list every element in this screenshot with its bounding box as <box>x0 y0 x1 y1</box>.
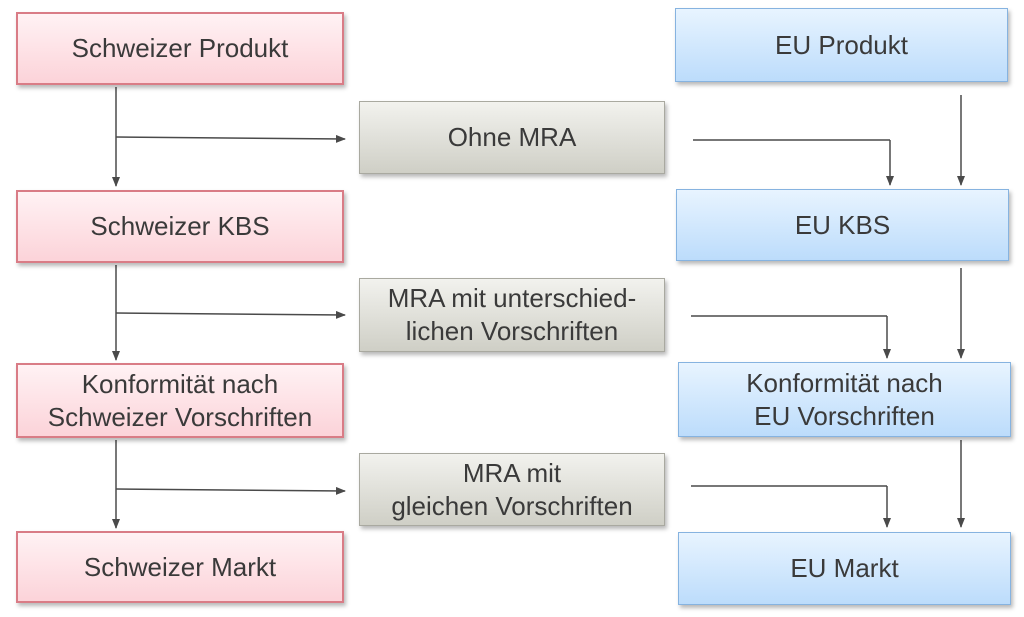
arrow-left-to-mra-gleich <box>115 486 346 495</box>
schweizer-produkt-box: Schweizer Produkt <box>16 12 344 85</box>
ohne-mra-label: Ohne MRA <box>447 122 577 152</box>
eu-produkt-label: EU Produkt <box>775 29 908 60</box>
eu-produkt-box: EU Produkt <box>675 8 1008 82</box>
mra-gleich-line-2: gleichen Vorschriften <box>391 490 633 521</box>
mra-unterschiedlich-line-2: lichen Vorschriften <box>405 316 619 346</box>
eu-konformitaet-line-1: Konformität nach <box>746 367 943 398</box>
schweizer-konformitaet-box: Konformität nach Schweizer Vorschriften <box>16 363 344 438</box>
schweizer-markt-box: Schweizer Markt <box>16 531 344 603</box>
arrow-left-to-ohne-mra <box>115 134 346 143</box>
eu-konformitaet-box: Konformität nach EU Vorschriften <box>678 362 1011 437</box>
schweizer-konformitaet-line-2: Schweizer Vorschriften <box>47 401 313 432</box>
eu-markt-label: EU Markt <box>790 553 899 583</box>
schweizer-kbs-label: Schweizer KBS <box>90 211 270 241</box>
mra-gleich-line-1: MRA mit <box>462 457 562 488</box>
eu-konformitaet-line-2: EU Vorschriften <box>754 400 935 431</box>
schweizer-kbs-box: Schweizer KBS <box>16 190 344 263</box>
eu-markt-box: EU Markt <box>678 532 1011 605</box>
mra-unterschiedlich-line-1: MRA mit unterschied- <box>387 283 637 313</box>
mra-gleich-box: MRA mit gleichen Vorschriften <box>359 453 665 526</box>
eu-kbs-box: EU KBS <box>676 189 1009 261</box>
schweizer-produkt-label: Schweizer Produkt <box>71 33 289 63</box>
ohne-mra-box: Ohne MRA <box>359 101 665 174</box>
arrow-left-to-mra-unterschiedlich <box>115 310 346 319</box>
mra-unterschiedlich-box: MRA mit unterschied- lichen Vorschriften <box>359 278 665 352</box>
eu-kbs-label: EU KBS <box>794 209 891 240</box>
schweizer-markt-label: Schweizer Markt <box>83 551 277 582</box>
schweizer-konformitaet-line-1: Konformität nach <box>81 368 279 399</box>
